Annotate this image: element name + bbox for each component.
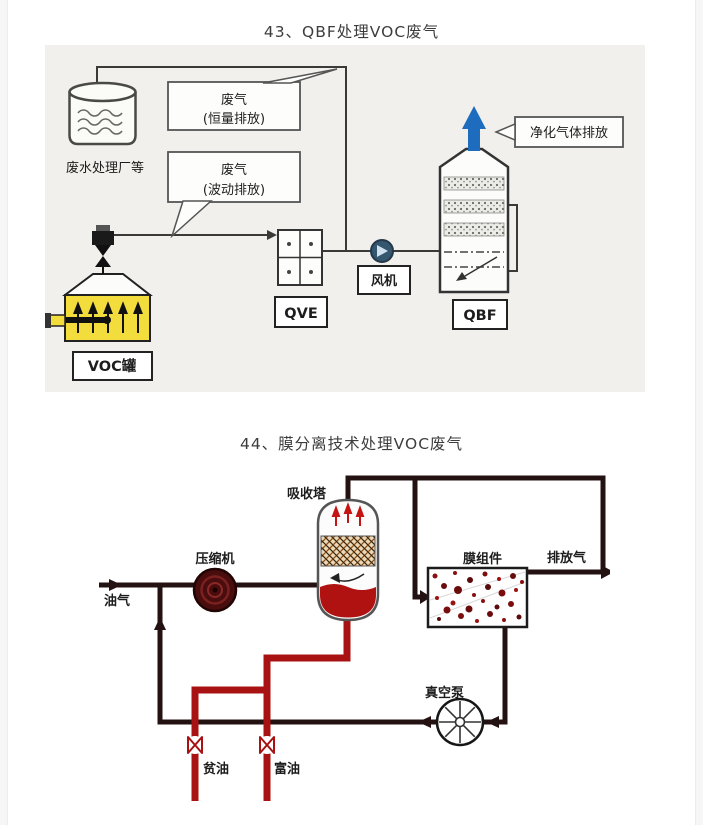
tower-packing xyxy=(320,535,376,567)
qbf-column xyxy=(438,147,510,294)
figure-44-title: 44、膜分离技术处理VOC废气 xyxy=(239,435,464,453)
absorption-tower-label: 吸收塔 xyxy=(287,486,327,502)
compressor-symbol xyxy=(192,567,238,613)
fan-label-box: 风机 xyxy=(357,265,411,295)
gas-flow-arrows xyxy=(109,565,610,728)
gas-piping xyxy=(96,66,518,272)
rich-oil-valve xyxy=(258,736,276,754)
oil-piping-red xyxy=(191,616,351,801)
qbf-label: QBF xyxy=(463,308,496,324)
exhaust-gas-label: 排放气 xyxy=(547,550,586,566)
voc-tank-label: VOC罐 xyxy=(88,357,137,375)
callout-fluctuating-emission: 废气 (波动排放) xyxy=(167,151,301,239)
purified-gas-arrow xyxy=(462,106,486,151)
vacuum-pump-symbol xyxy=(435,697,485,747)
vacuum-pump-label: 真空泵 xyxy=(425,685,464,701)
qve-label-box: QVE xyxy=(274,296,328,328)
rich-oil-label: 富油 xyxy=(274,761,300,777)
callout-constant-line1: 废气 xyxy=(221,92,247,108)
fan-label: 风机 xyxy=(371,273,397,289)
purified-gas-label: 净化气体排放 xyxy=(530,125,608,141)
water-waves xyxy=(77,109,123,135)
lean-oil-valve xyxy=(186,736,204,754)
membrane-label: 膜组件 xyxy=(463,551,502,567)
callout-constant-line2: (恒量排放) xyxy=(203,112,265,127)
wastewater-tank-label: 废水处理厂等 xyxy=(66,160,144,176)
figure-43-title: 43、QBF处理VOC废气 xyxy=(263,23,440,41)
page-right-margin xyxy=(695,0,703,825)
membrane-module xyxy=(426,566,529,629)
compressor-label: 压缩机 xyxy=(195,551,234,567)
pipe-arrow-into-qve xyxy=(267,230,277,240)
membrane-process-diagram: 吸收塔 压缩机 油气 膜组件 排放气 真空泵 贫油 富油 xyxy=(95,468,610,803)
qve-unit xyxy=(277,229,323,286)
qbf-label-box: QBF xyxy=(452,299,508,330)
spray-arrows xyxy=(331,502,365,526)
qbf-process-diagram: 废水处理厂等 废气 (恒量排放) 废气 (波动排放) xyxy=(45,45,645,392)
dip-tube xyxy=(65,317,105,323)
callout-fluctuating-line2: (波动排放) xyxy=(203,183,265,198)
callout-purified-gas: 净化气体排放 xyxy=(494,116,624,148)
voc-vapor-arrows xyxy=(73,301,143,333)
oil-gas-label: 油气 xyxy=(104,593,130,609)
side-nozzle xyxy=(48,314,66,327)
membrane-particles xyxy=(432,571,524,623)
lean-oil-label: 贫油 xyxy=(203,761,229,777)
wastewater-tank xyxy=(68,81,137,146)
top-valve xyxy=(92,225,114,274)
callout-constant-emission: 废气 (恒量排放) xyxy=(167,68,338,131)
callout-fluctuating-line1: 废气 xyxy=(221,162,247,178)
page-left-margin xyxy=(0,0,8,825)
absorption-tower xyxy=(316,498,380,622)
qve-label: QVE xyxy=(284,306,317,322)
fan-symbol xyxy=(370,239,394,263)
voc-tank xyxy=(45,225,153,342)
voc-tank-label-box: VOC罐 xyxy=(72,351,153,381)
tower-liquid xyxy=(320,584,376,618)
